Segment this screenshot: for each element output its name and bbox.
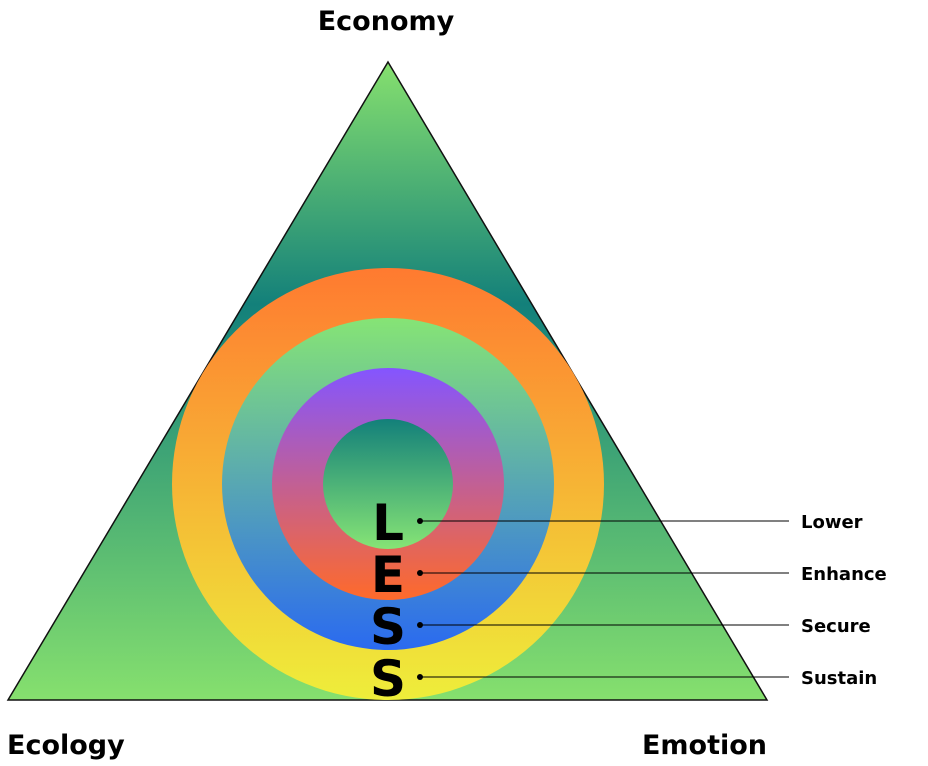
word-sustain: Sustain [801,668,877,689]
word-lower: Lower [801,512,863,533]
core-lower [323,419,453,549]
callout-sustain [417,674,789,680]
letter-s-sustain: S [370,650,406,708]
callout-enhance [417,570,789,576]
word-secure: Secure [801,616,871,637]
letter-e: E [371,546,405,604]
letter-s-secure: S [370,598,406,656]
label-emotion: Emotion [642,730,767,761]
letter-l: L [372,494,404,552]
label-economy: Economy [318,6,455,37]
callout-secure [417,622,789,628]
label-ecology: Ecology [7,730,125,761]
callout-lower [417,518,789,524]
word-enhance: Enhance [801,564,887,585]
